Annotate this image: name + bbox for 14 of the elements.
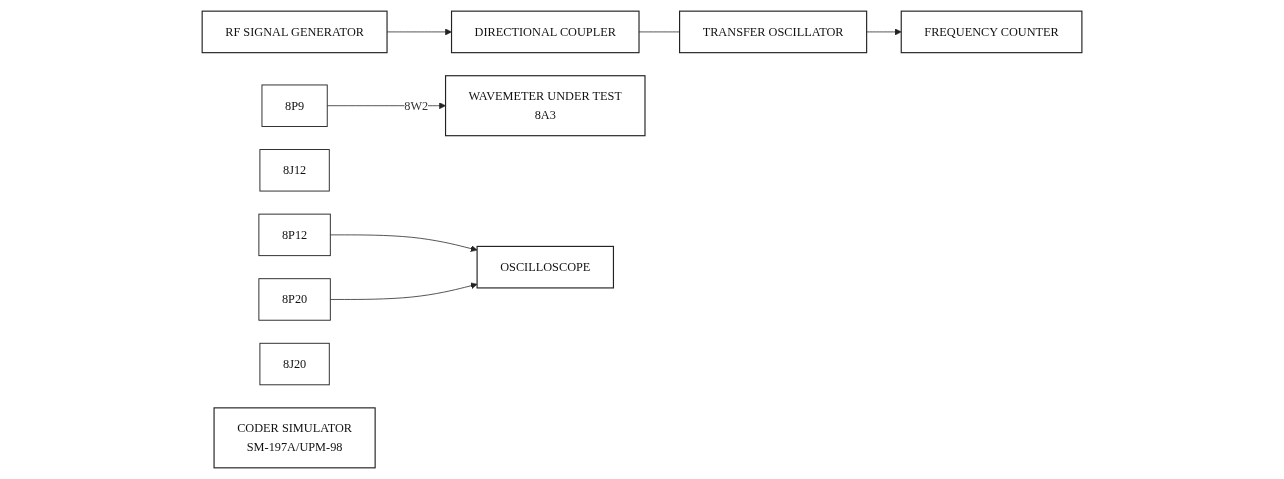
node-box: OSCILLOSCOPE (476, 245, 614, 289)
node-box: 8J20 (259, 342, 330, 386)
connector (638, 31, 680, 33)
node-box: 8P9 (261, 84, 328, 127)
node-box: 8J12 (259, 149, 330, 192)
node-box: RF SIGNAL GENERATOR (201, 10, 388, 54)
node-box: 8P20 (258, 278, 331, 321)
node-box: DIRECTIONAL COUPLER (450, 10, 640, 54)
edge-label: 8W2 (404, 98, 429, 112)
node-box: FREQUENCY COUNTER (900, 10, 1083, 54)
node-box: 8P12 (258, 213, 331, 257)
node-box: CODER SIMULATOR SM-197A/UPM-98 (213, 407, 376, 469)
node-box: WAVEMETER UNDER TEST 8A3 (444, 75, 646, 137)
node-box: TRANSFER OSCILLATOR (679, 10, 868, 54)
